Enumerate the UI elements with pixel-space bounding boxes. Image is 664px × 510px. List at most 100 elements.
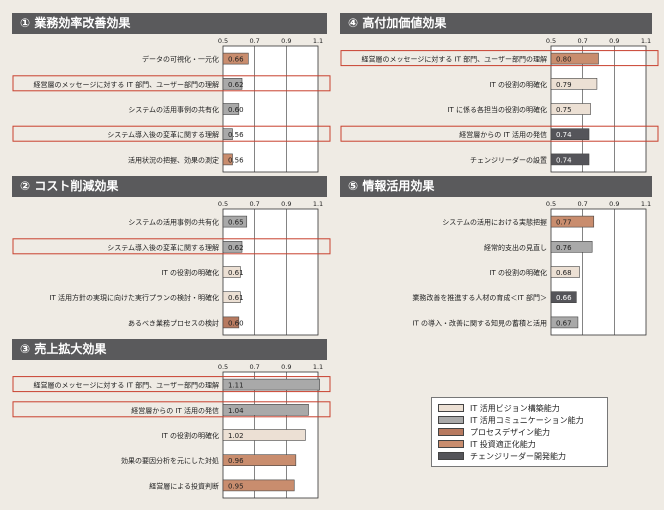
bar [550, 128, 590, 140]
tick-label: 0.5 [218, 200, 228, 208]
bar [222, 429, 306, 441]
category-label: データの可視化・一元化 [142, 55, 219, 64]
tick-label: 1.1 [641, 200, 651, 208]
tick-label: 0.9 [609, 200, 619, 208]
tick-label: 0.9 [281, 200, 291, 208]
data-label: 0.66 [556, 294, 572, 302]
legend-label: IT 活用コミュニケーション能力 [470, 415, 584, 425]
data-label: 0.68 [556, 269, 572, 277]
legend-swatch [438, 428, 464, 436]
bar [222, 266, 241, 278]
category-label: チェンジリーダーの設置 [470, 155, 547, 164]
bar [550, 291, 577, 303]
data-label: 0.96 [228, 457, 244, 465]
data-label: 0.60 [228, 319, 244, 327]
legend-swatch [438, 404, 464, 412]
data-label: 1.11 [228, 382, 244, 390]
category-label: システム導入後の変革に関する理解 [107, 130, 219, 139]
tick-label: 0.7 [249, 37, 259, 45]
bar [222, 403, 309, 416]
category-label: 経常的支出の見直し [484, 243, 547, 252]
category-label: あるべき業務プロセスの検討 [128, 318, 219, 327]
bar-chart: 0.5 0.7 0.9 1.1 システムの活用における実態把握 0.77 経常的支出の見直し… [412, 200, 651, 336]
bar [222, 153, 233, 166]
category-label: 効果の要因分析を元にした対処 [121, 456, 219, 465]
category-label: IT の役割の明確化 [161, 431, 219, 440]
highlight-frame [340, 50, 659, 67]
data-label: 0.79 [556, 81, 572, 89]
tick-label: 0.9 [281, 37, 291, 45]
legend-swatch [438, 440, 464, 448]
highlight-frame [12, 75, 331, 92]
tick-label: 1.1 [313, 37, 323, 45]
category-label: IT の役割の明確化 [161, 268, 219, 277]
category-label: システムの活用事例の共有化 [128, 218, 219, 227]
category-label: IT の役割の明確化 [489, 268, 547, 277]
tick-label: 0.5 [218, 363, 228, 371]
highlight-frame [12, 376, 331, 393]
legend-label: IT 活用ビジョン構築能力 [470, 403, 560, 413]
bar [550, 153, 590, 166]
bar [222, 52, 249, 65]
legend-item: チェンジリーダー開発能力 [438, 450, 601, 462]
legend-swatch [438, 416, 464, 424]
tick-label: 1.1 [313, 363, 323, 371]
tick-label: 0.9 [609, 37, 619, 45]
bar [550, 215, 595, 228]
bar [550, 266, 580, 278]
data-label: 0.74 [556, 131, 572, 139]
bar [222, 479, 295, 492]
data-label: 0.61 [228, 269, 244, 277]
data-label: 0.56 [228, 156, 244, 164]
legend-item: IT 投資適正化能力 [438, 438, 601, 450]
data-label: 0.74 [556, 156, 572, 164]
tick-label: 0.5 [546, 37, 556, 45]
legend-label: チェンジリーダー開発能力 [470, 451, 566, 461]
category-label: 経営層のメッセージに対する IT 部門、ユーザー部門の理解 [33, 381, 219, 390]
bar [222, 103, 240, 115]
bar [222, 291, 241, 303]
bar [222, 378, 320, 391]
legend-item: プロセスデザイン能力 [438, 426, 601, 438]
tick-label: 0.7 [577, 200, 587, 208]
highlight-frame [340, 125, 659, 142]
panel-title: ① 業務効率改善効果 [12, 13, 327, 34]
bar [550, 316, 579, 329]
tick-label: 0.9 [281, 363, 291, 371]
bar [222, 454, 297, 466]
tick-label: 0.7 [577, 37, 587, 45]
bar [550, 52, 599, 65]
category-label: 業務改善を推進する人材の育成＜IT 部門＞ [412, 293, 547, 302]
data-label: 0.80 [556, 56, 572, 64]
data-label: 0.95 [228, 482, 244, 490]
tick-label: 0.5 [546, 200, 556, 208]
bar [550, 103, 591, 115]
panel-title: ③ 売上拡大効果 [12, 339, 327, 360]
tick-label: 1.1 [641, 37, 651, 45]
legend: IT 活用ビジョン構築能力 IT 活用コミュニケーション能力 プロセスデザイン能… [431, 397, 608, 467]
category-label: 経営層のメッセージに対する IT 部門、ユーザー部門の理解 [33, 80, 219, 89]
data-label: 0.65 [228, 219, 244, 227]
tick-label: 0.7 [249, 363, 259, 371]
bar-chart: 0.5 0.7 0.9 1.1 経営層のメッセージに対する IT 部門、ユーザー部門の理… [12, 363, 331, 499]
data-label: 0.76 [556, 244, 572, 252]
category-label: IT の導入・改善に関する知見の蓄積と活用 [412, 318, 547, 327]
data-label: 1.02 [228, 432, 244, 440]
data-label: 0.66 [228, 56, 244, 64]
panel-title: ⑤ 情報活用効果 [340, 176, 652, 197]
data-label: 0.61 [228, 294, 244, 302]
bar [222, 316, 240, 329]
data-label: 0.67 [556, 319, 572, 327]
category-label: システムの活用における実態把握 [442, 218, 547, 227]
legend-swatch [438, 452, 464, 460]
data-label: 0.56 [228, 131, 244, 139]
bar [222, 77, 243, 90]
bar [222, 240, 243, 253]
data-label: 0.77 [556, 219, 572, 227]
bar [550, 77, 598, 90]
highlight-frame [12, 401, 331, 418]
category-label: 経営層による投資判断 [149, 481, 219, 490]
